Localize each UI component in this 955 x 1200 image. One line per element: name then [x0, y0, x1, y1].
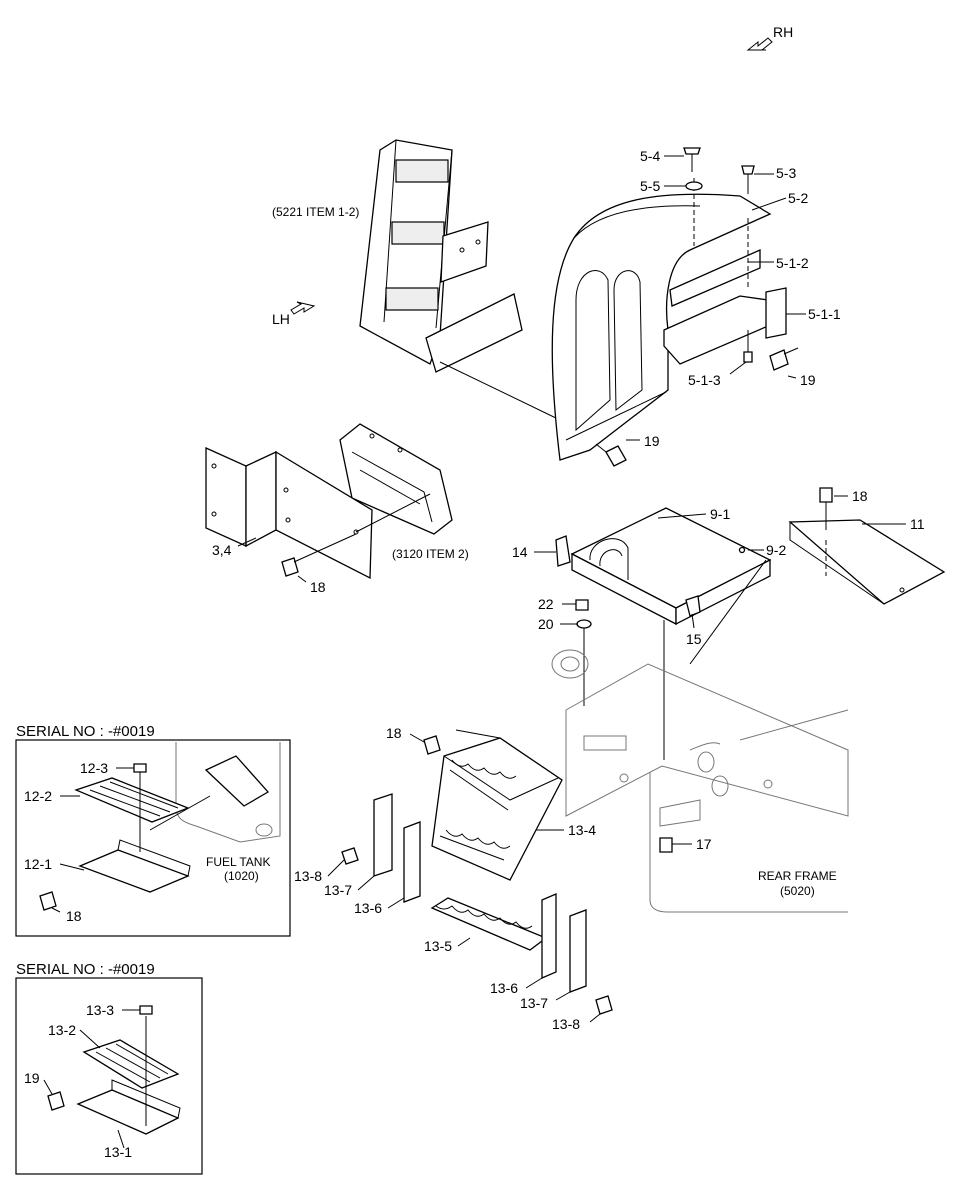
bracket-12-1 — [78, 839, 191, 893]
washer-20-icon — [576, 619, 592, 629]
bolt-19-inset-icon — [47, 1091, 65, 1111]
latch-14-icon — [555, 535, 571, 567]
callout-18-step: 18 — [386, 725, 402, 741]
bolt-18-top-icon — [819, 487, 833, 530]
callout-13-2: 13-2 — [48, 1022, 76, 1038]
inset-top-drawing — [39, 742, 281, 911]
fuel-tank-code: (1020) — [224, 869, 259, 883]
callout-13-8-right: 13-8 — [552, 1016, 580, 1032]
pin-9-2-icon — [738, 546, 746, 554]
washer-5-5-icon — [685, 181, 703, 191]
callout-5-1-3: 5-1-3 — [688, 372, 721, 388]
callout-18-cover: 18 — [852, 488, 868, 504]
inset-bottom-frame — [15, 977, 203, 1175]
callout-13-7-right: 13-7 — [520, 995, 548, 1011]
bracket-3-4 — [205, 446, 373, 580]
callout-5-2: 5-2 — [788, 190, 808, 206]
callout-12-1: 12-1 — [24, 856, 52, 872]
bolt-13-8-right-icon — [595, 995, 613, 1015]
callout-22: 22 — [538, 596, 554, 612]
rh-label: RH — [773, 24, 793, 40]
bolt-13-8-left-icon — [341, 847, 359, 865]
battery-cover-9-1 — [570, 507, 772, 626]
plate-13-7-right — [569, 909, 587, 993]
callout-18-bracket: 18 — [310, 579, 326, 595]
callout-3-4: 3,4 — [212, 542, 232, 558]
callout-9-2: 9-2 — [766, 542, 786, 558]
bolt-18-icon — [281, 533, 357, 577]
ladder-reference: (5221 ITEM 1-2) — [272, 205, 359, 219]
callout-5-3: 5-3 — [776, 165, 796, 181]
callout-12-3: 12-3 — [80, 760, 108, 776]
callout-13-5: 13-5 — [424, 938, 452, 954]
rear-frame — [551, 649, 849, 913]
cover-11 — [788, 519, 946, 605]
callout-13-1: 13-1 — [104, 1144, 132, 1160]
step-12-2 — [74, 777, 190, 823]
callout-19-fender-bracket: 19 — [800, 372, 816, 388]
callout-18-inset: 18 — [66, 908, 82, 924]
inset-top-frame — [15, 739, 291, 937]
plate-13-6-right — [541, 893, 557, 979]
plate-13-7-left — [373, 793, 393, 877]
rear-frame-label: REAR FRAME — [758, 869, 837, 883]
callout-15: 15 — [686, 631, 702, 647]
bolt-22-icon — [575, 599, 589, 611]
callout-9-1: 9-1 — [710, 506, 730, 522]
rh-arrow-icon — [746, 37, 773, 51]
inset-top-serial: SERIAL NO : -#0019 — [16, 723, 155, 740]
callout-12-2: 12-2 — [24, 788, 52, 804]
fender-assembly — [551, 178, 787, 461]
callout-13-3: 13-3 — [86, 1002, 114, 1018]
bolt-19-icon — [769, 347, 799, 371]
bolt-17-icon — [659, 837, 673, 853]
callout-5-1-2: 5-1-2 — [776, 255, 809, 271]
callout-5-1-1: 5-1-1 — [808, 306, 841, 322]
lh-arrow-icon — [290, 301, 316, 315]
bolt-5-3-icon — [741, 165, 755, 194]
fuel-tank-label: FUEL TANK — [206, 855, 270, 869]
bracket-reference: (3120 ITEM 2) — [392, 547, 469, 561]
callout-13-8-left: 13-8 — [294, 868, 322, 884]
rear-frame-code: (5020) — [780, 884, 815, 898]
bracket-13-1 — [76, 1079, 181, 1135]
ladder-assembly — [359, 139, 523, 373]
leader-lines — [43, 155, 906, 1149]
step-13-4 — [431, 729, 563, 881]
step-13-2 — [82, 1039, 180, 1089]
callout-13-7-left: 13-7 — [324, 882, 352, 898]
lh-label: LH — [272, 311, 290, 327]
bolt-5-4-icon — [683, 147, 701, 172]
bolt-19-lower-icon — [595, 443, 627, 467]
plate-13-6-left — [403, 821, 421, 903]
callout-19-inset: 19 — [24, 1070, 40, 1086]
callout-20: 20 — [538, 616, 554, 632]
callout-17: 17 — [696, 836, 712, 852]
callout-19-fender: 19 — [644, 433, 660, 449]
callout-13-6-left: 13-6 — [354, 900, 382, 916]
callout-14: 14 — [512, 544, 528, 560]
callout-13-6-right: 13-6 — [490, 980, 518, 996]
clip-15-icon — [685, 595, 701, 617]
bolt-13-3-icon — [139, 1005, 153, 1015]
callout-13-4: 13-4 — [568, 822, 596, 838]
bolt-18-step-icon — [423, 735, 441, 755]
bolt-12-3-icon — [133, 763, 147, 773]
callout-5-5: 5-5 — [640, 178, 660, 194]
callout-5-4: 5-4 — [640, 148, 660, 164]
inset-bottom-drawing — [47, 1005, 181, 1135]
bolt-5-1-3-icon — [743, 351, 753, 363]
callout-11: 11 — [910, 516, 925, 532]
bolt-18-inset-icon — [39, 891, 57, 911]
inset-bottom-serial: SERIAL NO : -#0019 — [16, 961, 155, 978]
